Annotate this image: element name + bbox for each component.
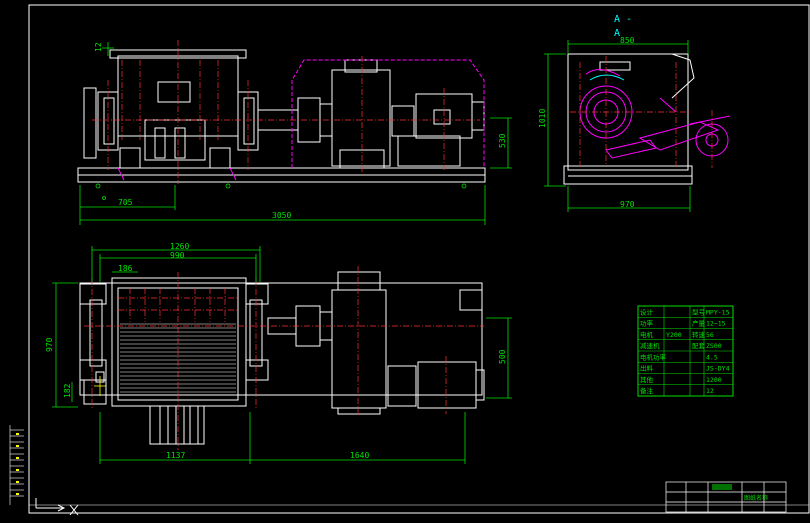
anchor-bolts [94,376,106,396]
ucs-axis-icon [35,498,79,516]
left-ruler-marks [16,433,19,495]
dim-front-left-offset: 705 [118,198,133,207]
spec-table-cell: 备注 [640,386,654,395]
dim-front-height-right: 530 [498,133,507,148]
spec-table-cell: 56 [706,331,714,339]
title-block-highlight [712,484,732,490]
spec-table-cell: 其他 [640,375,654,384]
spec-table-cell: 型号 [692,307,706,316]
dim-plan-top-small: 186 [118,264,133,273]
spec-table-cell: 1200 [706,376,722,384]
spec-table-cell: 12 [706,387,714,395]
title-block-drawing-name: 图纸名称 [744,494,768,502]
spec-table-cell: 配套 [692,341,706,350]
dim-plan-right-height: 500 [498,349,507,364]
dim-plan-bottom-left: 1137 [166,451,185,460]
dim-plan-left-small: 182 [63,383,72,398]
spec-table-cell: 设计 [640,307,654,316]
dim-plan-top-inner: 990 [170,251,185,260]
title-block [665,481,787,513]
spec-table-cell: ZS00 [706,342,722,350]
spec-table-cell: JS-DY4 [706,365,730,373]
spec-table-cell: 产量 [692,319,706,328]
drawing-border [28,4,810,514]
spec-table-cell: 12~15 [706,320,726,328]
dim-front-top-small: 12 [94,42,103,52]
section-label-line1: A - [614,14,632,25]
dim-side-bottom-width: 970 [620,200,635,209]
spec-table-cell: 电机 [640,330,654,339]
spec-table-cell: 转速 [692,330,706,339]
plan-view: 1260 990 186 970 182 500 1137 1640 [45,242,512,464]
side-section-view: A - A [538,14,731,212]
dim-plan-left-height: 970 [45,337,54,352]
dim-plan-top-overall: 1260 [170,242,189,251]
section-label-line2: A [614,28,620,39]
dim-side-top-width: 850 [620,36,635,45]
left-ruler [9,425,24,505]
spec-table-cell: 减速机 [640,341,660,350]
front-elevation-view: 705 3050 530 12 [77,40,512,225]
spec-table-cell: Y200 [666,331,682,339]
dim-front-overall-length: 3050 [272,211,291,220]
dim-plan-bottom-right: 1640 [350,451,369,460]
spec-table-cell: 出料 [640,364,654,373]
spec-table-cell: 功率 [640,319,654,328]
spec-table-cell: 电机功率 [640,352,667,361]
spec-table-cell: MPY-15 [706,308,730,316]
spec-table-cell: 4.5 [706,353,718,361]
dim-side-left-height: 1010 [538,109,547,128]
